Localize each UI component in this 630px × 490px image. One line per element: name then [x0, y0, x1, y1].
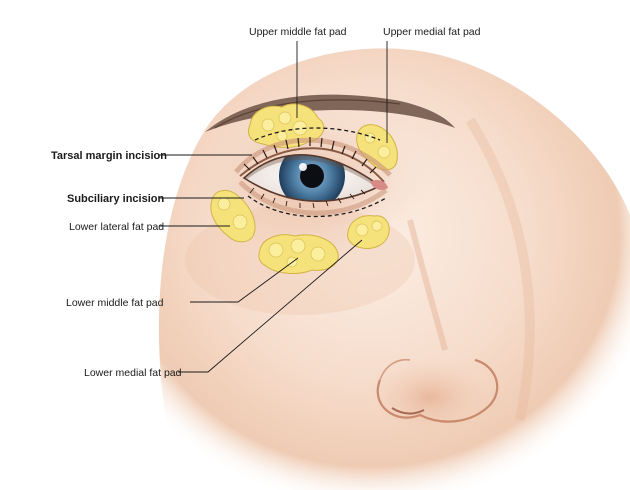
label-lower-middle-fat-pad: Lower middle fat pad: [66, 297, 164, 309]
leader-lower-middle: [190, 257, 299, 303]
nose: [370, 219, 499, 428]
label-upper-middle-fat-pad: Upper middle fat pad: [249, 26, 347, 38]
upper-eyelashes: [243, 137, 377, 174]
lower-eyelid: [238, 180, 388, 216]
face-skin: [158, 48, 630, 490]
label-subciliary-incision: Subciliary incision: [67, 193, 164, 205]
eyeball: [242, 154, 388, 202]
label-lower-lateral-fat-pad: Lower lateral fat pad: [69, 221, 164, 233]
subciliary-incision-line: [247, 195, 387, 218]
label-upper-medial-fat-pad: Upper medial fat pad: [383, 26, 481, 38]
caruncle: [370, 180, 388, 190]
upper-middle-fat-pad: [248, 103, 325, 148]
eyebrow: [205, 94, 455, 132]
lower-medial-fat-pad: [347, 215, 390, 249]
tarsal-margin-incision-line: [254, 127, 381, 141]
label-tarsal-margin-incision: Tarsal margin incision: [51, 150, 167, 162]
upper-eyelid: [234, 137, 392, 183]
leader-lower-medial: [178, 239, 363, 373]
label-lower-medial-fat-pad: Lower medial fat pad: [84, 367, 182, 379]
lower-middle-fat-pad: [258, 234, 339, 274]
pupil: [300, 164, 324, 188]
lower-eyelashes: [249, 187, 366, 209]
